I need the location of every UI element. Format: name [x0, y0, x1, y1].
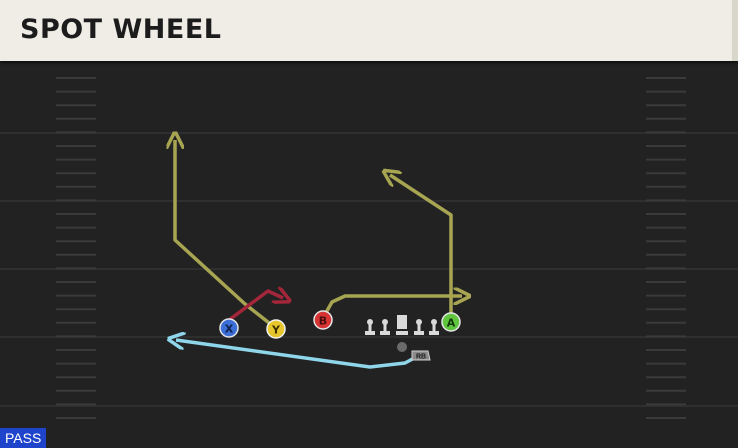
yard-lines — [0, 132, 738, 407]
player-a-label: A — [447, 317, 456, 330]
player-y-label: Y — [271, 324, 281, 337]
football-field — [0, 61, 738, 448]
player-b-label: B — [319, 315, 327, 328]
rb-player-icon: RB — [411, 350, 431, 361]
header-edge — [732, 0, 738, 61]
player-x-label: X — [225, 323, 234, 336]
center-icon — [396, 315, 408, 335]
route-x-block — [227, 291, 283, 322]
lineman-icon — [365, 319, 375, 335]
offensive-line — [365, 315, 439, 335]
route-b-flat — [321, 296, 462, 319]
quarterback-marker — [397, 342, 407, 352]
player-b-button[interactable]: B — [313, 310, 333, 330]
lineman-icon — [380, 319, 390, 335]
player-a-button[interactable]: A — [441, 312, 461, 332]
route-a-corner — [390, 175, 453, 320]
player-y-button[interactable]: Y — [266, 319, 286, 339]
hash-marks — [56, 77, 686, 419]
route-y-wheel — [175, 140, 275, 328]
lineman-icon — [414, 319, 424, 335]
play-header: SPOT WHEEL — [0, 0, 738, 61]
play-title: SPOT WHEEL — [20, 14, 222, 45]
lineman-icon — [429, 319, 439, 335]
play-type-badge: PASS — [0, 428, 47, 448]
route-rb-swing — [176, 340, 419, 369]
player-x-button[interactable]: X — [219, 318, 239, 338]
rb-label: RB — [416, 354, 426, 361]
